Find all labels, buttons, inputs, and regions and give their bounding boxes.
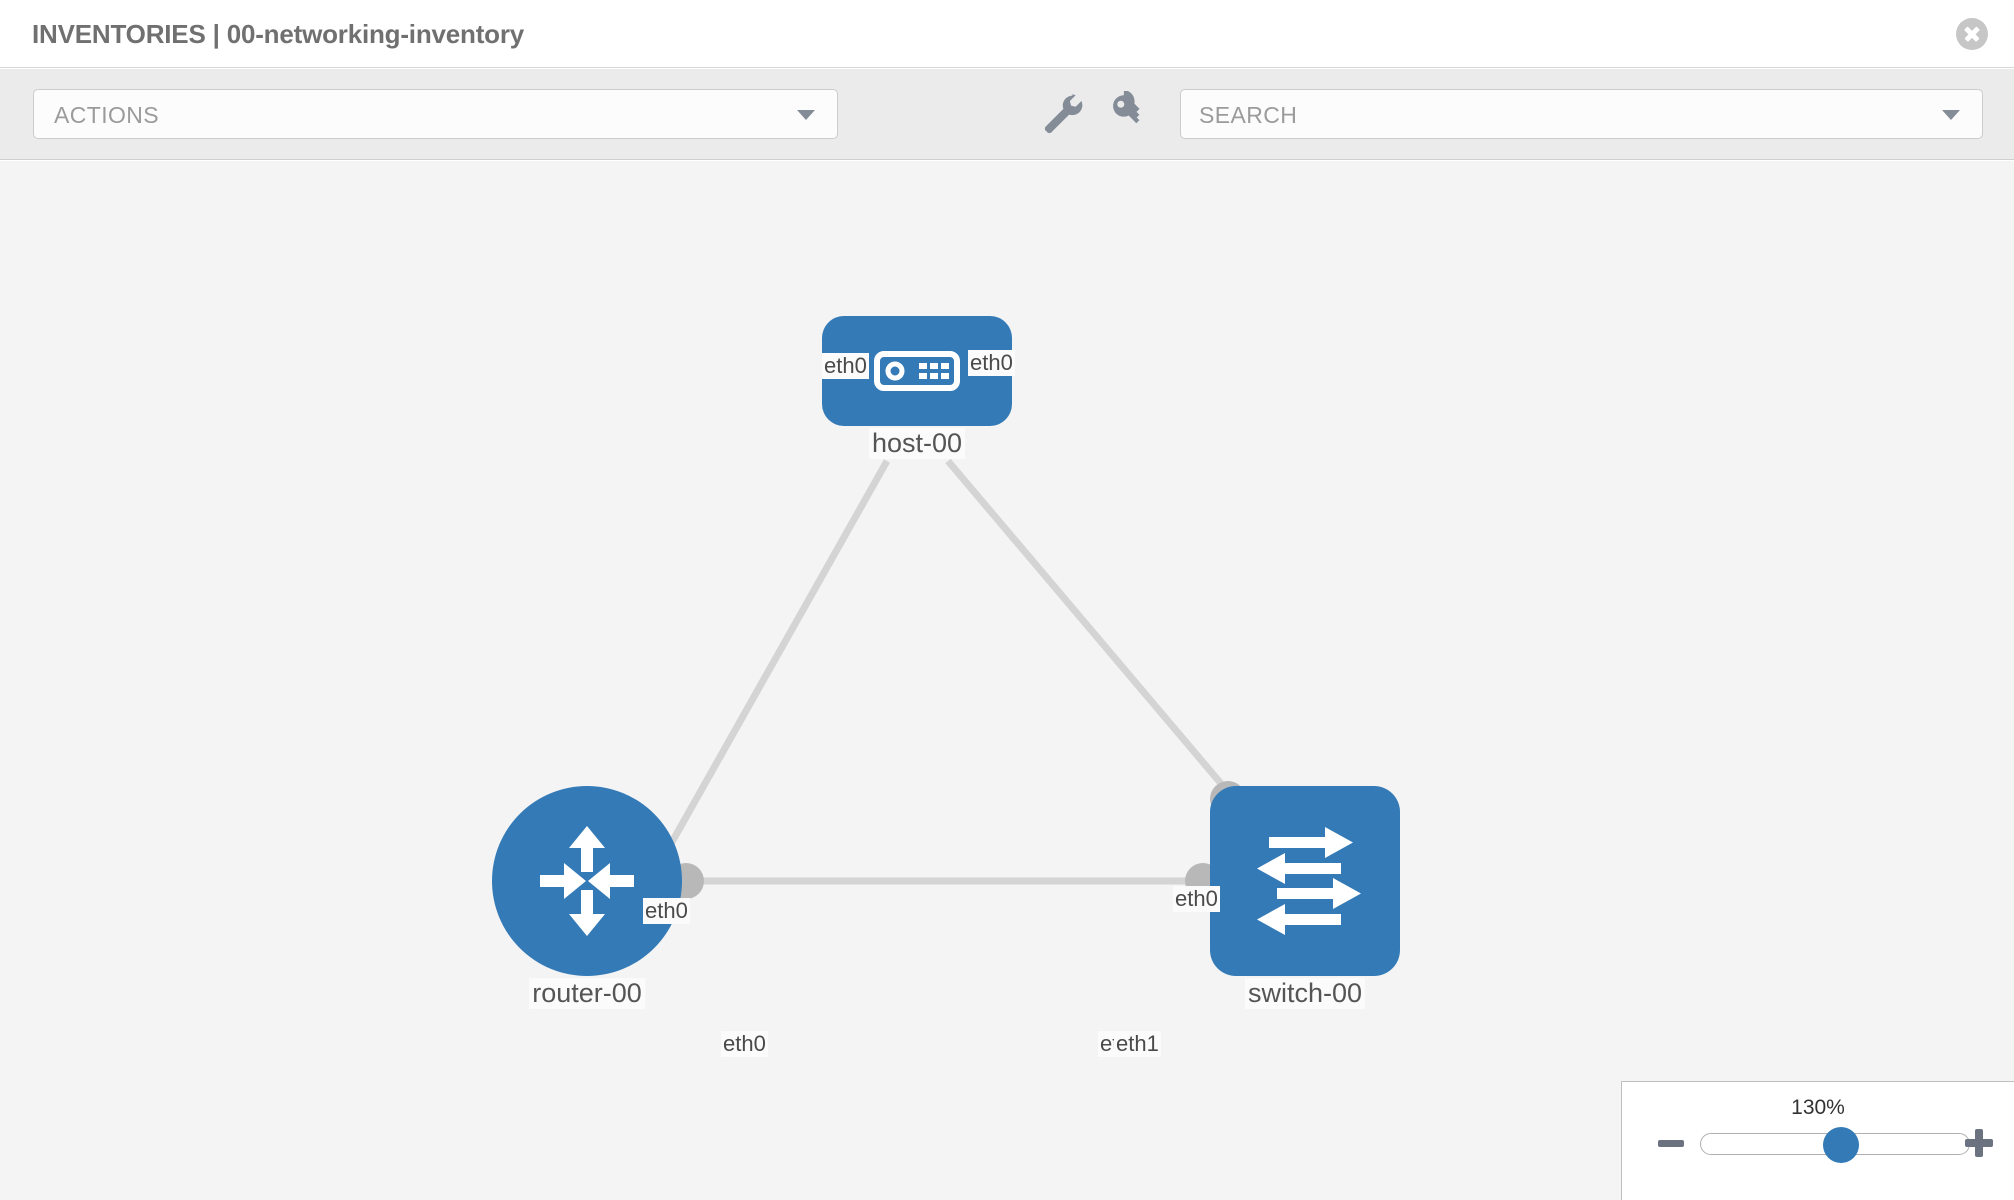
node-switch-00[interactable]: switch-00 bbox=[1210, 786, 1400, 1016]
iface-label-host-right: eth0 bbox=[968, 350, 1015, 376]
page-header: INVENTORIES | 00-networking-inventory bbox=[0, 0, 2014, 68]
node-switch-shape bbox=[1210, 786, 1400, 976]
zoom-slider-thumb[interactable] bbox=[1823, 1127, 1860, 1163]
iface-label-host-left: eth0 bbox=[822, 353, 869, 379]
search-input[interactable]: SEARCH bbox=[1180, 89, 1983, 139]
iface-label-router-right: eth0 bbox=[721, 1031, 768, 1057]
minus-icon[interactable] bbox=[1654, 1126, 1688, 1160]
node-router-00[interactable]: router-00 bbox=[492, 786, 682, 1016]
link-host-switch bbox=[945, 458, 1243, 809]
link-host-router bbox=[646, 459, 891, 883]
chevron-down-icon[interactable] bbox=[1942, 110, 1960, 120]
key-icon[interactable] bbox=[1107, 91, 1153, 137]
chevron-down-icon bbox=[797, 110, 815, 120]
iface-label-switch-left: eth1 bbox=[1114, 1031, 1161, 1057]
wrench-icon[interactable] bbox=[1040, 91, 1086, 137]
plus-icon[interactable] bbox=[1962, 1126, 1996, 1160]
node-host-label: host-00 bbox=[868, 428, 966, 459]
search-placeholder: SEARCH bbox=[1199, 102, 1298, 128]
actions-dropdown[interactable]: ACTIONS bbox=[33, 89, 838, 139]
node-router-shape bbox=[492, 786, 682, 976]
server-icon bbox=[874, 351, 960, 391]
zoom-slider[interactable] bbox=[1700, 1127, 1970, 1163]
switch-arrows-icon bbox=[1257, 827, 1361, 935]
zoom-level-value: 130% bbox=[1791, 1096, 1845, 1119]
iface-label-switch-upper: eth0 bbox=[1173, 886, 1220, 912]
node-switch-label: switch-00 bbox=[1244, 978, 1366, 1009]
zoom-control-panel: 130% bbox=[1621, 1081, 2014, 1200]
toolbar: ACTIONS SEARCH bbox=[0, 69, 2014, 160]
node-router-label: router-00 bbox=[529, 978, 645, 1009]
topology-canvas[interactable]: host-00 bbox=[0, 161, 2014, 1200]
node-host-00[interactable]: host-00 bbox=[822, 316, 1012, 481]
topology-links bbox=[646, 458, 1243, 885]
iface-label-router-upper: eth0 bbox=[643, 898, 690, 924]
close-icon[interactable] bbox=[1956, 18, 1988, 50]
page-title: INVENTORIES | 00-networking-inventory bbox=[32, 19, 525, 49]
router-arrows-icon bbox=[540, 826, 634, 936]
actions-dropdown-label: ACTIONS bbox=[54, 102, 160, 128]
